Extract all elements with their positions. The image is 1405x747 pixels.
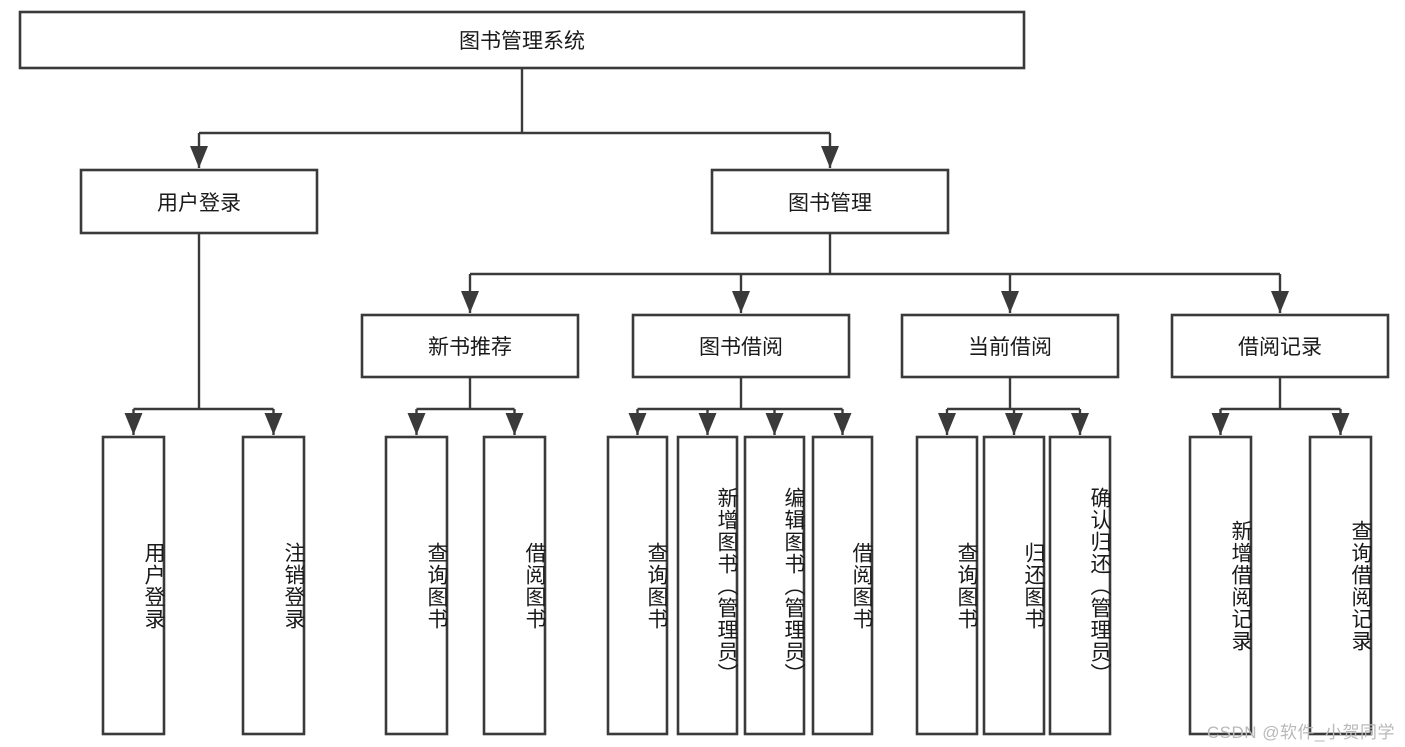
- node-box-user-login[interactable]: [79, 168, 319, 235]
- node-box-book-manage[interactable]: [710, 168, 950, 235]
- boxes-layer: [18, 10, 1390, 736]
- node-box-root[interactable]: [18, 10, 1026, 70]
- node-box-leaf-add-book[interactable]: [676, 435, 739, 736]
- node-box-leaf-query-book-3[interactable]: [915, 435, 979, 736]
- node-box-leaf-confirm-return[interactable]: [1048, 435, 1112, 736]
- node-box-current-borrow[interactable]: [900, 313, 1120, 379]
- node-box-borrow-record[interactable]: [1170, 313, 1390, 379]
- node-box-leaf-return-book[interactable]: [982, 435, 1046, 736]
- node-box-leaf-borrow-book-2[interactable]: [811, 435, 874, 736]
- node-box-leaf-query-book-1[interactable]: [384, 435, 449, 736]
- node-box-leaf-query-book-2[interactable]: [606, 435, 669, 736]
- node-box-leaf-user-login[interactable]: [101, 435, 166, 736]
- node-box-leaf-add-record[interactable]: [1188, 435, 1253, 736]
- connectors-layer: [124, 68, 1350, 435]
- node-box-leaf-query-record[interactable]: [1308, 435, 1373, 736]
- node-box-leaf-logout[interactable]: [241, 435, 306, 736]
- node-box-book-borrow[interactable]: [631, 313, 851, 379]
- node-box-new-book-rec[interactable]: [360, 313, 580, 379]
- node-box-leaf-borrow-book-1[interactable]: [482, 435, 547, 736]
- node-box-leaf-edit-book[interactable]: [743, 435, 806, 736]
